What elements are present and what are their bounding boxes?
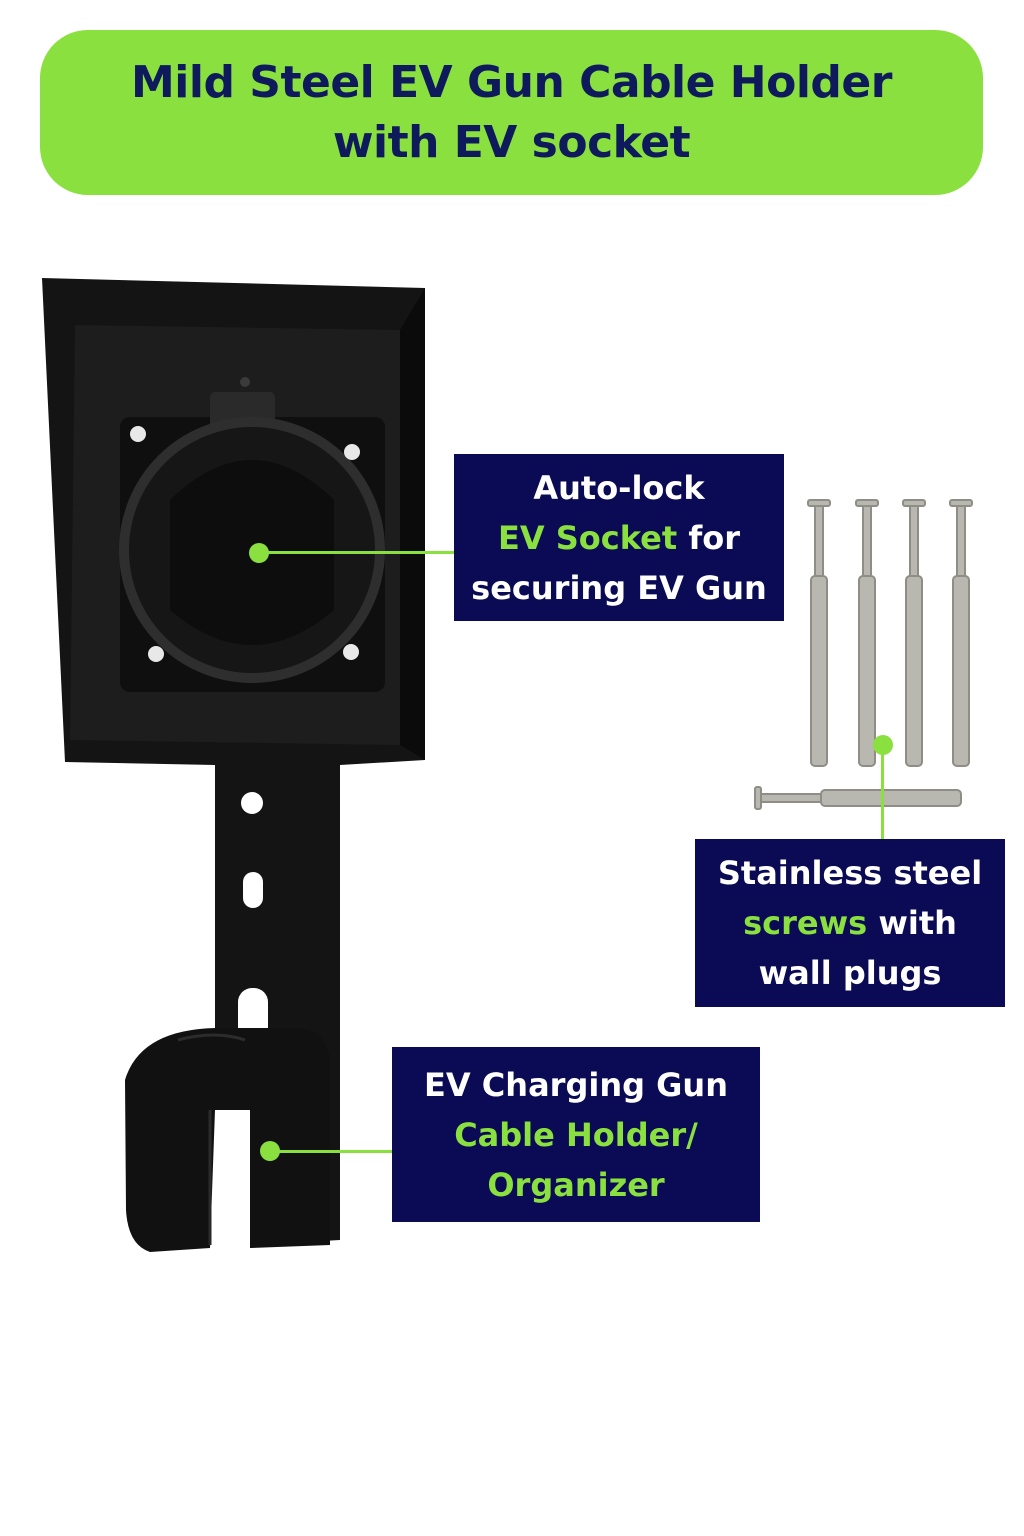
mount-hole-slot xyxy=(243,872,263,908)
holder-leader-line xyxy=(270,1150,392,1153)
callout-screws-line-3: wall plugs xyxy=(758,954,942,992)
cable-hook xyxy=(125,1028,330,1252)
callout-holder-line-2: Cable Holder/ xyxy=(454,1115,698,1154)
screws-leader-line xyxy=(881,745,884,839)
callout-screws-highlight: screws xyxy=(743,904,868,942)
callout-screws-line-1: Stainless steel xyxy=(717,854,983,892)
callout-socket-line-2-rest: for xyxy=(677,518,740,557)
callout-socket-line-2: EV Socket for xyxy=(498,513,740,563)
callout-screws: Stainless steel screws with wall plugs xyxy=(695,839,1005,1007)
callout-cable-holder: EV Charging Gun Cable Holder/ Organizer xyxy=(392,1047,760,1222)
callout-ev-socket: Auto-lock EV Socket for securing EV Gun xyxy=(454,454,784,621)
callout-holder-line-3: Organizer xyxy=(487,1165,665,1204)
callout-socket-line-3: securing EV Gun xyxy=(471,568,767,607)
title-line-1: Mild Steel EV Gun Cable Holder xyxy=(131,56,892,108)
socket-pointer-dot xyxy=(249,543,269,563)
callout-socket-highlight: EV Socket xyxy=(497,518,678,557)
callout-holder-line-1: EV Charging Gun xyxy=(424,1065,728,1104)
ev-cable-holder-icon xyxy=(42,278,425,1252)
title-banner: Mild Steel EV Gun Cable Holder with EV s… xyxy=(40,30,983,195)
callout-socket-line-1: Auto-lock xyxy=(533,468,705,507)
callout-screws-line-2-rest: with xyxy=(867,904,957,942)
mount-hole-round xyxy=(241,792,263,814)
title-line-2: with EV socket xyxy=(332,116,691,168)
callout-screws-line-2: screws with xyxy=(743,898,957,948)
screws-with-wall-plugs-icon xyxy=(754,499,973,810)
socket-leader-line xyxy=(260,551,454,554)
